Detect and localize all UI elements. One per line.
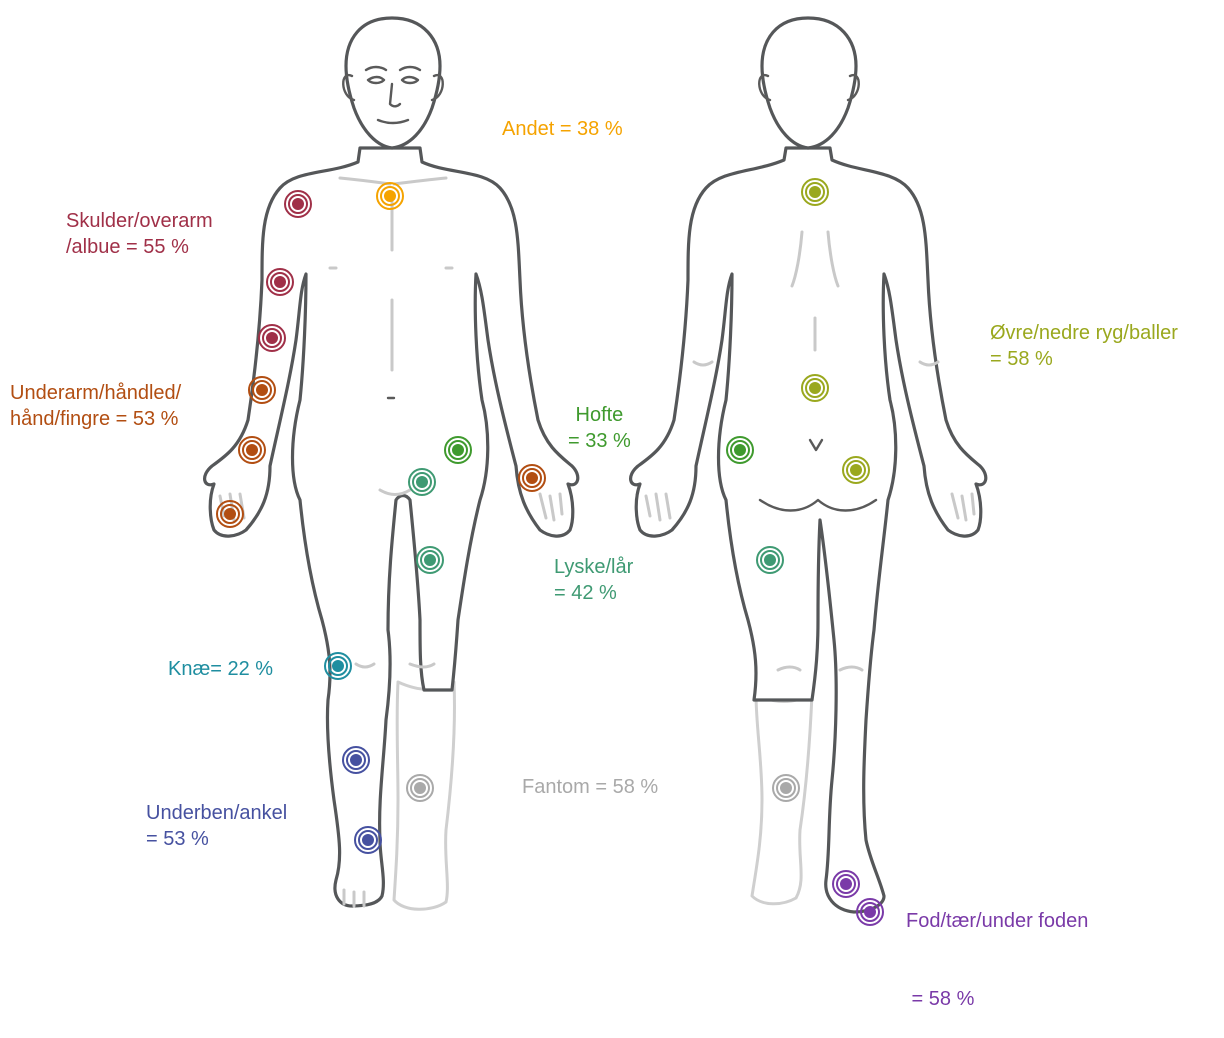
marker-underben-2 <box>355 827 381 853</box>
marker-skulder-1 <box>285 191 311 217</box>
label-skulder-line-1: Skulder/overarm <box>66 208 213 234</box>
back-body-outline <box>631 148 986 912</box>
label-fod-line-1: Fod/tær/under foden <box>906 908 1088 934</box>
label-hofte-line-1: Hofte <box>568 402 631 428</box>
label-underben-line-2: = 53 % <box>146 826 287 852</box>
marker-ryg-lower <box>802 375 828 401</box>
label-lyske: Lyske/lår = 42 % <box>554 554 633 606</box>
marker-underarm-3 <box>217 501 243 527</box>
marker-lyske-back <box>757 547 783 573</box>
label-fantom-line-1: Fantom = 58 % <box>522 774 658 800</box>
marker-andet <box>377 183 403 209</box>
label-ryg-line-1: Øvre/nedre ryg/baller <box>990 320 1178 346</box>
label-underben-line-1: Underben/ankel <box>146 800 287 826</box>
marker-skulder-3 <box>259 325 285 351</box>
label-andet: Andet = 38 % <box>502 116 623 142</box>
label-skulder-line-2: /albue = 55 % <box>66 234 213 260</box>
label-andet-line-1: Andet = 38 % <box>502 116 623 142</box>
label-ryg: Øvre/nedre ryg/baller = 58 % <box>990 320 1178 372</box>
label-hofte-line-2: = 33 % <box>568 428 631 454</box>
marker-fantom-back <box>773 775 799 801</box>
label-knae: Knæ= 22 % <box>168 656 273 682</box>
marker-underarm-4 <box>519 465 545 491</box>
label-underarm-line-2: hånd/fingre = 53 % <box>10 406 181 432</box>
marker-fod-1 <box>833 871 859 897</box>
marker-lyske-1 <box>409 469 435 495</box>
label-fod: Fod/tær/under foden = 58 % <box>906 856 1088 1038</box>
marker-underben-1 <box>343 747 369 773</box>
label-underarm: Underarm/håndled/ hånd/fingre = 53 % <box>10 380 181 432</box>
back-phantom-leg <box>752 694 812 904</box>
back-head <box>762 18 856 148</box>
label-lyske-line-2: = 42 % <box>554 580 633 606</box>
label-fod-line-2: = 58 % <box>906 986 1088 1012</box>
marker-hofte-front <box>445 437 471 463</box>
marker-hofte-back <box>727 437 753 463</box>
label-underarm-line-1: Underarm/håndled/ <box>10 380 181 406</box>
marker-fantom-front <box>407 775 433 801</box>
label-hofte: Hofte = 33 % <box>568 402 631 454</box>
marker-underarm-1 <box>249 377 275 403</box>
marker-fod-2 <box>857 899 883 925</box>
marker-lyske-2 <box>417 547 443 573</box>
marker-underarm-2 <box>239 437 265 463</box>
label-skulder: Skulder/overarm /albue = 55 % <box>66 208 213 260</box>
marker-ryg-buttock <box>843 457 869 483</box>
label-ryg-line-2: = 58 % <box>990 346 1178 372</box>
back-body-figure <box>631 18 986 912</box>
label-fantom: Fantom = 58 % <box>522 774 658 800</box>
label-underben: Underben/ankel = 53 % <box>146 800 287 852</box>
marker-knae <box>325 653 351 679</box>
marker-skulder-2 <box>267 269 293 295</box>
label-lyske-line-1: Lyske/lår <box>554 554 633 580</box>
front-head <box>346 18 440 148</box>
marker-ryg-upper <box>802 179 828 205</box>
label-knae-line-1: Knæ= 22 % <box>168 656 273 682</box>
